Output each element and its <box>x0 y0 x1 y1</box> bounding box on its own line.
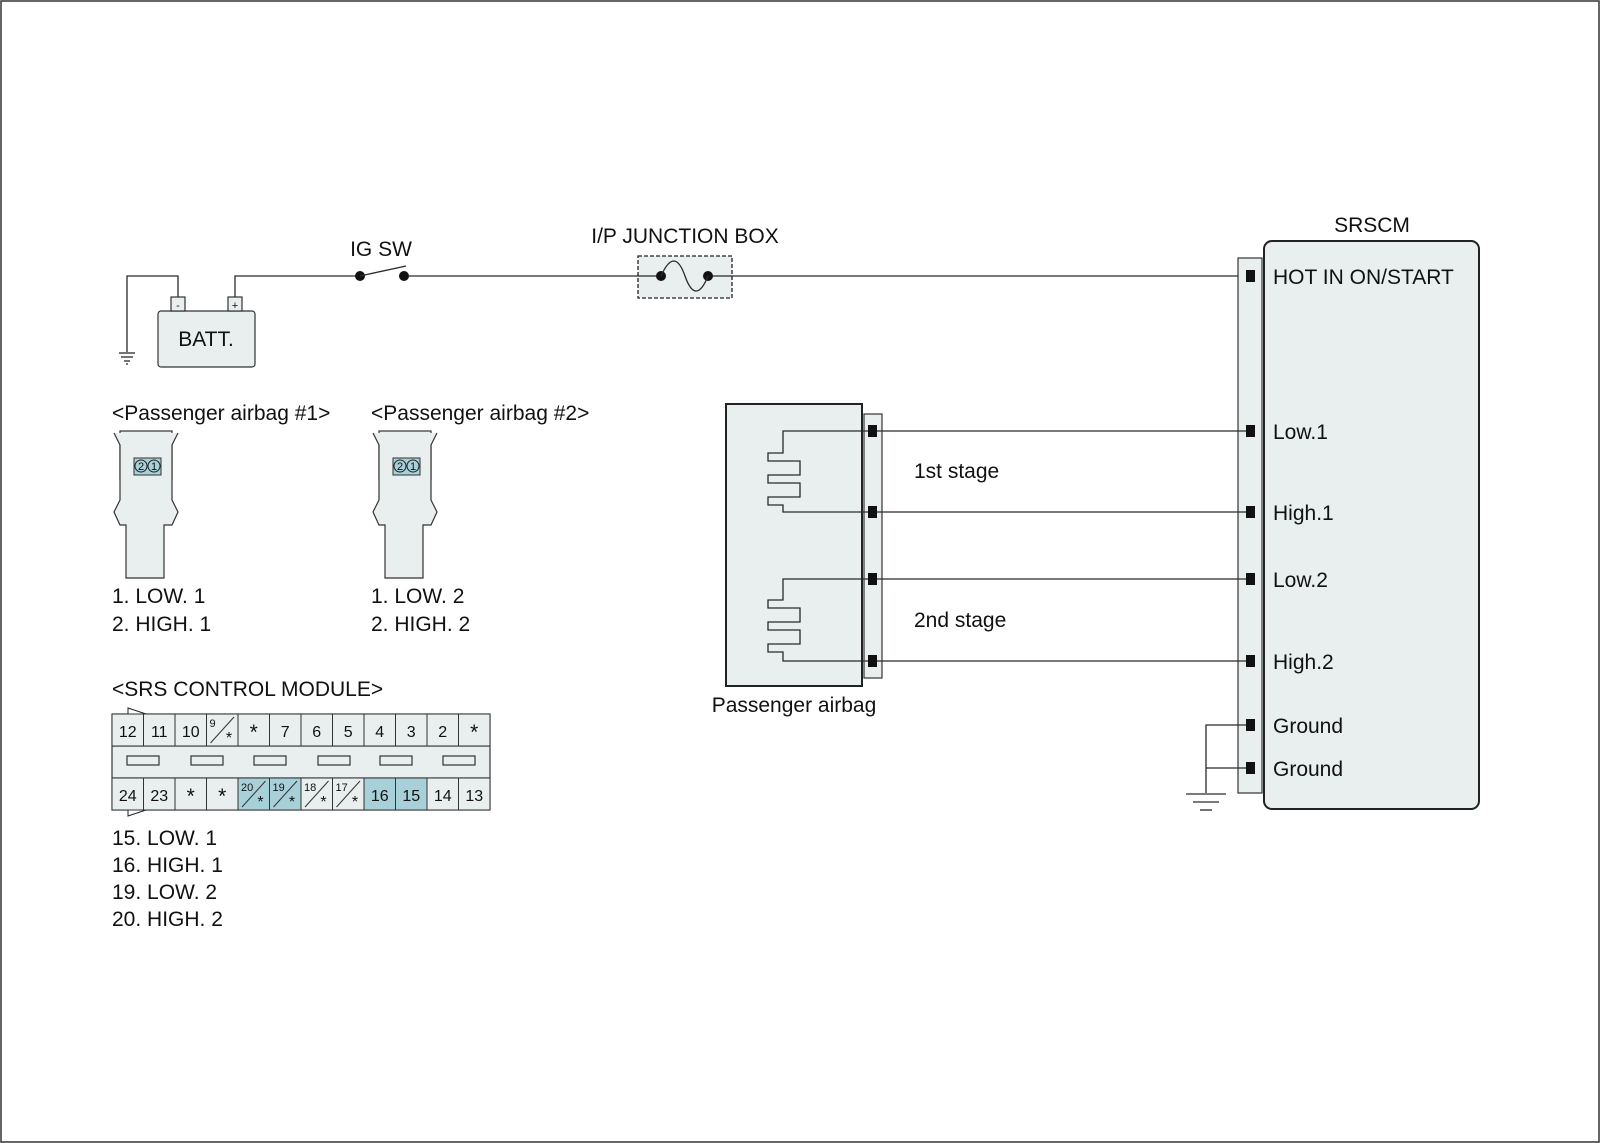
srs-bottom-pin-24: 24 <box>119 788 137 805</box>
srs-bottom-slash-5 <box>273 780 298 808</box>
srs-bottom-pin-18: 18 <box>304 782 316 794</box>
srs-top-row: 12 11 10 9 * * 7 6 5 4 3 2 * <box>111 713 491 747</box>
srs-bottom-cell-0 <box>111 777 144 811</box>
srs-top-pin-6: 6 <box>312 724 321 741</box>
srs-top-slash-3 <box>210 716 235 744</box>
srs-bottom-cell-2 <box>174 777 207 811</box>
srs-bottom-cell-10 <box>426 777 459 811</box>
srs-module-connector: <SRS CONTROL MODULE> 12 11 10 9 * * 7 6 5 4 3 2 * 24… <box>111 678 491 931</box>
srs-bottom-pin-star-3: * <box>218 785 226 808</box>
srscm-pin-hot: HOT IN ON/START <box>1273 266 1454 289</box>
srscm-pin-high2: High.2 <box>1273 651 1334 674</box>
connector2-pin-2: 2 <box>397 461 403 473</box>
srs-top-cell-0 <box>111 713 144 747</box>
batt-plus-label: + <box>232 300 238 312</box>
srs-top-pin-2: 2 <box>438 724 447 741</box>
srscm-pin-low1: Low.1 <box>1273 421 1328 444</box>
srscm-pin-high1: High.1 <box>1273 502 1334 525</box>
srs-bottom-slash-6 <box>304 780 329 808</box>
battery-ground <box>119 275 179 365</box>
stage2-label: 2nd stage <box>914 609 1006 632</box>
connector2-pin-1: 1 <box>410 461 416 473</box>
srs-top-pin-5: 5 <box>344 724 353 741</box>
srs-bottom-slash-4 <box>241 780 266 808</box>
srscm-pin-ground-2: Ground <box>1273 758 1343 781</box>
srs-bottom-star-5: * <box>289 794 295 811</box>
ig-sw-label: IG SW <box>350 238 412 261</box>
srs-legend-1: 15. LOW. 1 <box>112 827 217 850</box>
passenger-airbag: Passenger airbag <box>712 403 883 717</box>
srs-top-pin-star-11: * <box>470 721 478 744</box>
battery: - + BATT. <box>157 296 256 368</box>
srs-top-cell-2 <box>174 713 207 747</box>
srs-bottom-pin-23: 23 <box>150 788 168 805</box>
srs-top-cell-9 <box>395 713 428 747</box>
connector-airbag-2: <Passenger airbag #2> 2 1 1. LOW. 2 2. H… <box>371 402 589 636</box>
srs-top-cell-6 <box>300 713 333 747</box>
connector1-legend-1: 1. LOW. 1 <box>112 585 205 608</box>
junction-box-label: I/P JUNCTION BOX <box>591 225 778 248</box>
connector-airbag-1: <Passenger airbag #1> 2 1 1. LOW. 1 2. H… <box>112 402 330 636</box>
srs-top-pin-3: 3 <box>407 724 416 741</box>
srs-bottom-cell-11 <box>458 777 491 811</box>
srs-bottom-pin-13: 13 <box>465 788 483 805</box>
srscm-ground <box>1186 724 1246 811</box>
batt-label: BATT. <box>178 328 234 351</box>
srs-top-cell-1 <box>143 713 176 747</box>
srs-top-pin-7: 7 <box>281 724 290 741</box>
srscm-module: SRSCM HOT IN ON/START Low.1 High.1 Low.2… <box>1237 214 1480 810</box>
srs-top-cell-8 <box>363 713 396 747</box>
srs-legend-2: 16. HIGH. 1 <box>112 854 223 877</box>
srs-bottom-row: 24 23 * * 20 * 19 * 18 * 17 * 16 15 14 13 <box>111 777 491 811</box>
srs-bottom-pin-14: 14 <box>434 788 452 805</box>
ignition-switch: IG SW <box>350 238 412 281</box>
connector2-title: <Passenger airbag #2> <box>371 402 589 425</box>
srs-top-cell-11 <box>458 713 491 747</box>
connector1-title: <Passenger airbag #1> <box>112 402 330 425</box>
connector2-legend-1: 1. LOW. 2 <box>371 585 464 608</box>
srs-top-pin-4: 4 <box>375 724 384 741</box>
srs-top-pin-12: 12 <box>119 724 137 741</box>
srs-top-cell-4 <box>237 713 270 747</box>
srs-bottom-pin-20: 20 <box>241 782 253 794</box>
srs-bottom-star-7: * <box>352 794 358 811</box>
srs-bottom-slash-7 <box>336 780 361 808</box>
srs-bottom-pin-16: 16 <box>371 788 389 805</box>
srs-module-title: <SRS CONTROL MODULE> <box>112 678 383 701</box>
srs-top-pin-11: 11 <box>151 724 168 741</box>
srs-top-pin-star-4: * <box>250 721 258 744</box>
srs-bottom-star-4: * <box>257 794 263 811</box>
passenger-airbag-label: Passenger airbag <box>712 694 877 717</box>
srs-bottom-pin-star-2: * <box>187 785 195 808</box>
batt-minus-label: - <box>176 300 180 312</box>
srs-bottom-pin-19: 19 <box>273 782 285 794</box>
srs-legend-4: 20. HIGH. 2 <box>112 908 223 931</box>
srs-bottom-pin-15: 15 <box>402 788 420 805</box>
connector1-pin-2: 2 <box>138 461 144 473</box>
connector2-legend-2: 2. HIGH. 2 <box>371 613 470 636</box>
srs-top-cell-10 <box>426 713 459 747</box>
srs-bottom-pin-17: 17 <box>336 782 348 794</box>
srscm-pin-ground-1: Ground <box>1273 715 1343 738</box>
srs-top-star-3: * <box>226 730 232 747</box>
srs-top-cell-7 <box>332 713 365 747</box>
srs-legend-3: 19. LOW. 2 <box>112 881 217 904</box>
srs-bottom-star-6: * <box>320 794 326 811</box>
supply-wire <box>234 275 360 297</box>
srs-bottom-cell-1 <box>143 777 176 811</box>
srscm-label: SRSCM <box>1334 214 1410 237</box>
srscm-pin-low2: Low.2 <box>1273 569 1328 592</box>
connector1-legend-2: 2. HIGH. 1 <box>112 613 211 636</box>
connector1-pin-1: 1 <box>151 461 157 473</box>
stage1-label: 1st stage <box>914 460 999 483</box>
srs-top-pin-10: 10 <box>182 724 200 741</box>
junction-box: I/P JUNCTION BOX <box>591 225 779 299</box>
srs-top-pin-9: 9 <box>210 718 216 730</box>
srs-top-cell-5 <box>269 713 302 747</box>
